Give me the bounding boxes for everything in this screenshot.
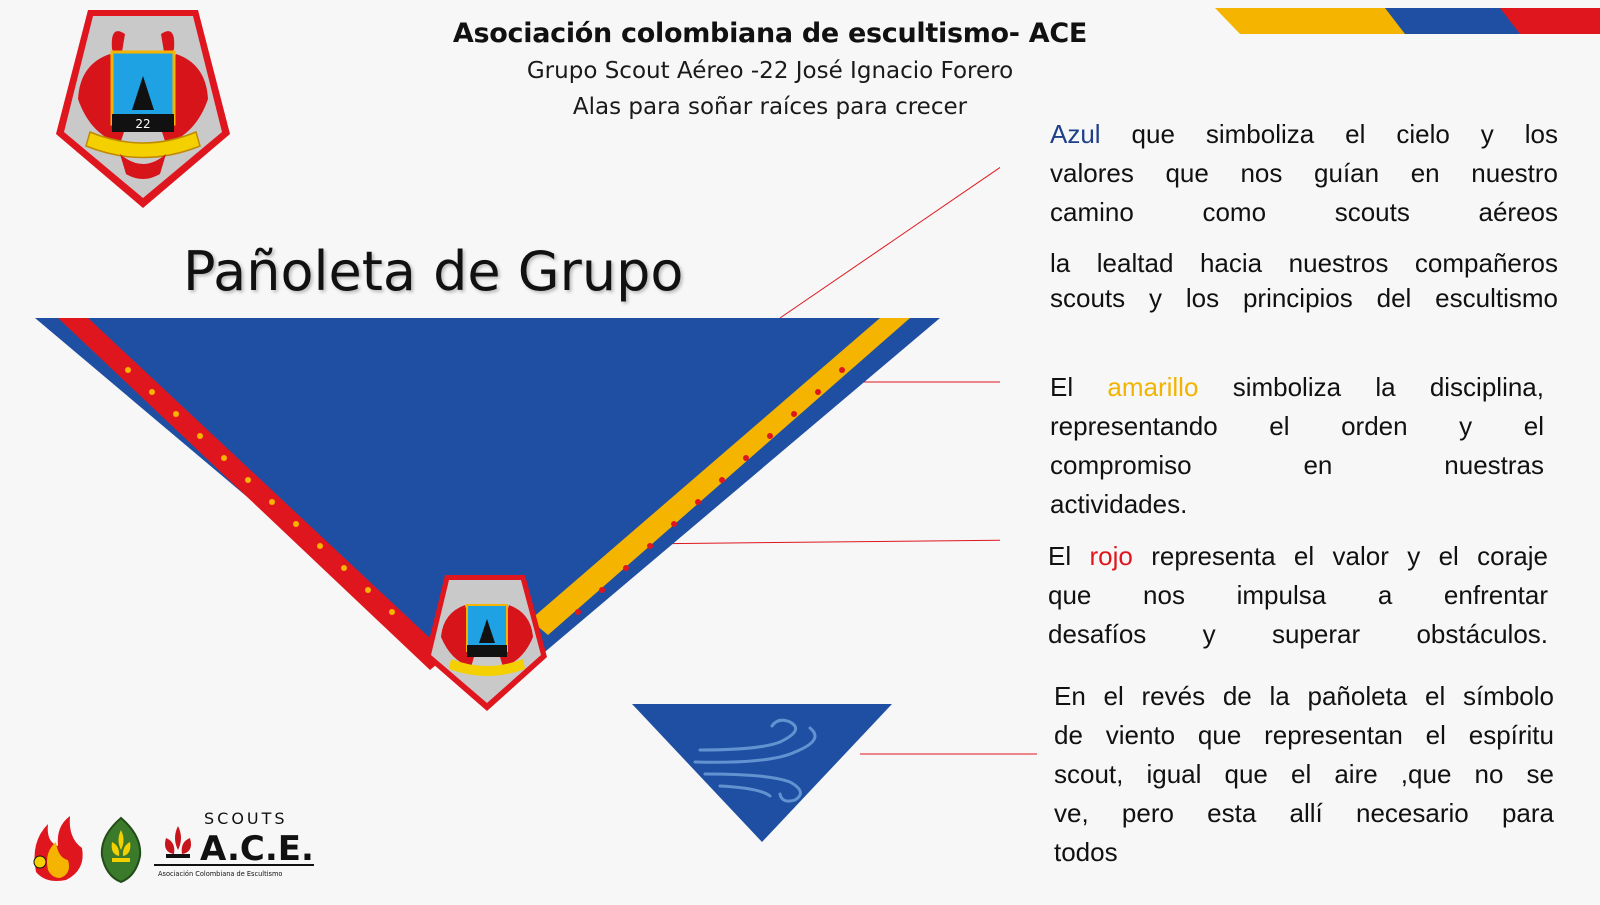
description-text: que simboliza el cielo y los [1100, 119, 1558, 149]
description-text: representa el valor y el coraje [1132, 541, 1548, 571]
wind-symbol-icon [693, 718, 817, 803]
description-text: que nos impulsa a enfrentar [1048, 580, 1548, 610]
header-title: Asociación colombiana de escultismo- ACE [452, 18, 1088, 49]
main-title: Pañoleta de Grupo [183, 240, 684, 303]
color-word-amarillo: amarillo [1107, 372, 1199, 402]
description-text: la lealtad hacia nuestros compañeros [1050, 248, 1558, 278]
neckerchief-emblem-icon [425, 575, 547, 711]
color-word-azul: Azul [1050, 119, 1101, 149]
description-text: En el revés de la pañoleta el símbolo [1054, 681, 1554, 711]
description-text: compromiso en nuestras [1050, 450, 1544, 480]
flag-stripe [1215, 8, 1600, 34]
description-text: actividades. [1050, 489, 1188, 519]
ace-text: A.C.E. [200, 829, 314, 869]
color-word-rojo: rojo [1089, 541, 1133, 571]
description-amarillo: El amarillo simboliza la disciplina, rep… [1050, 368, 1544, 524]
description-text: representando el orden y el [1050, 411, 1544, 441]
footer-logo-fire-icon [33, 816, 83, 881]
header-subtitle-group: Grupo Scout Aéreo -22 José Ignacio Forer… [526, 58, 1014, 84]
description-rojo: El rojo representa el valor y el coraje … [1048, 537, 1548, 654]
description-text: ve, pero esta allí necesario para [1054, 798, 1554, 828]
description-text: simboliza la disciplina, [1198, 372, 1544, 402]
description-text: El [1048, 541, 1090, 571]
footer-logo-fleur-icon [100, 816, 142, 884]
description-text: scouts y los principios del escultismo [1050, 283, 1558, 313]
fleur-de-lis-icon [165, 826, 191, 854]
description-reves: En el revés de la pañoleta el símbolo de… [1054, 677, 1554, 872]
leader-line-azul [779, 166, 1000, 319]
description-text: scout, igual que el aire ,que no se [1054, 759, 1554, 789]
header-subtitle-motto: Alas para soñar raíces para crecer [572, 94, 968, 120]
group-emblem-icon: 22 [56, 10, 230, 208]
description-text: valores que nos guían en nuestro [1050, 158, 1558, 188]
scouts-text: SCOUTS [204, 809, 288, 828]
description-text: El [1050, 372, 1108, 402]
description-text: desafíos y superar obstáculos. [1048, 619, 1548, 649]
description-text: todos [1054, 837, 1118, 867]
neckerchief-reverse-illustration [632, 704, 1037, 842]
ace-caption: Asociación Colombiana de Escultismo [158, 870, 282, 878]
emblem-number: 22 [135, 117, 150, 131]
description-azul: Azul que simboliza el cielo y los valore… [1050, 115, 1558, 232]
footer-logo-ace: SCOUTS A.C.E. Asociación Colombiana de E… [154, 809, 314, 878]
description-text: de viento que representan el espíritu [1054, 720, 1554, 750]
description-lealtad: la lealtad hacia nuestros compañeros sco… [1050, 246, 1558, 316]
neckerchief-illustration [35, 166, 1000, 711]
description-text: camino como scouts aéreos [1050, 197, 1558, 227]
